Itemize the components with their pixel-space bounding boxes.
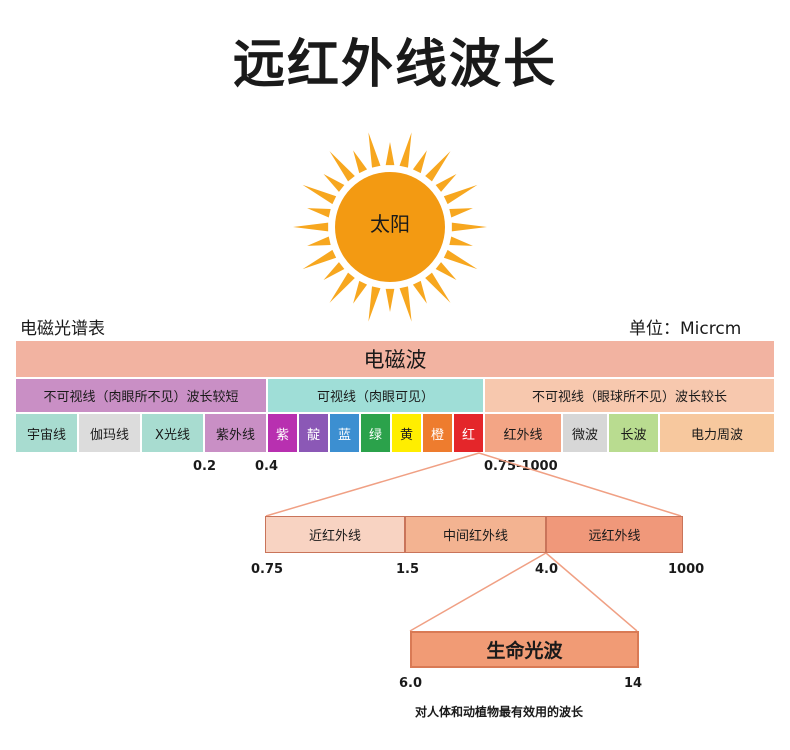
tick-14: 14 bbox=[624, 676, 643, 691]
group-invisible-long-label: 不可视线（眼球所不见）波长较长 bbox=[531, 390, 727, 405]
page-title: 远红外线波长 bbox=[232, 35, 557, 95]
band-red: 红 bbox=[453, 413, 484, 453]
band-violet-label: 紫 bbox=[275, 427, 289, 443]
sun-ray bbox=[323, 174, 345, 192]
band-xray: X光线 bbox=[141, 413, 204, 453]
tick-0-75: 0.75 bbox=[251, 562, 284, 577]
sun-ray bbox=[399, 132, 412, 168]
band-cosmic-label: 宇宙线 bbox=[26, 427, 66, 443]
sun-ray bbox=[293, 222, 329, 232]
sun-ray bbox=[412, 150, 427, 174]
sun-ray bbox=[329, 272, 355, 303]
tick-0-4: 0.4 bbox=[255, 459, 279, 474]
band-microwave: 微波 bbox=[562, 413, 608, 453]
spectrum-label: 电磁光谱表 bbox=[20, 319, 105, 339]
band-indigo: 靛 bbox=[298, 413, 329, 453]
band-yellow-label: 黄 bbox=[399, 427, 413, 443]
band-power: 电力周波 bbox=[659, 413, 775, 453]
tick-0-2: 0.2 bbox=[193, 459, 217, 474]
sun-ray bbox=[368, 132, 381, 168]
sun-ray bbox=[435, 174, 457, 192]
sun-ray bbox=[425, 272, 451, 303]
sun-ray bbox=[451, 222, 487, 232]
connector-right-1 bbox=[478, 452, 682, 517]
sun-ray bbox=[449, 236, 473, 246]
band-indigo-label: 靛 bbox=[306, 427, 320, 443]
tick-1-5: 1.5 bbox=[396, 562, 420, 577]
band-green-label: 绿 bbox=[368, 427, 382, 443]
band-orange-label: 橙 bbox=[430, 427, 444, 443]
band-gamma: 伽玛线 bbox=[78, 413, 141, 453]
connector-left-1 bbox=[265, 452, 480, 517]
sun-ray bbox=[302, 184, 337, 205]
sun-ray bbox=[385, 288, 395, 312]
mid-infrared-label: 中间红外线 bbox=[442, 529, 508, 544]
sun-ray bbox=[353, 150, 368, 174]
far-infrared-label: 远红外线 bbox=[588, 529, 641, 544]
band-uv-label: 紫外线 bbox=[215, 427, 255, 443]
life-wave-caption: 对人体和动植物最有效用的波长 bbox=[415, 705, 584, 719]
sun-ray bbox=[443, 249, 478, 270]
far-infrared-box: 远红外线 bbox=[546, 516, 683, 553]
em-wave-label: 电磁波 bbox=[363, 348, 427, 372]
sun-ray bbox=[425, 151, 451, 182]
group-invisible-short: 不可视线（肉眼所不见）波长较短 bbox=[15, 378, 267, 413]
band-green: 绿 bbox=[360, 413, 391, 453]
sun-ray bbox=[443, 184, 478, 205]
group-visible-label: 可视线（肉眼可见） bbox=[316, 390, 434, 405]
em-wave-row: 电磁波 bbox=[15, 340, 775, 378]
sun-ray bbox=[368, 286, 381, 322]
tick-4-0: 4.0 bbox=[535, 562, 559, 577]
band-longwave: 长波 bbox=[608, 413, 659, 453]
sun-ray bbox=[323, 262, 345, 280]
band-blue: 蓝 bbox=[329, 413, 360, 453]
sun-ray bbox=[302, 249, 337, 270]
group-visible: 可视线（肉眼可见） bbox=[267, 378, 484, 413]
band-violet: 紫 bbox=[267, 413, 298, 453]
band-orange: 橙 bbox=[422, 413, 453, 453]
near-infrared-label: 近红外线 bbox=[308, 529, 361, 544]
band-blue-label: 蓝 bbox=[337, 427, 351, 443]
sun-ray bbox=[399, 286, 412, 322]
life-wave-label: 生命光波 bbox=[486, 640, 563, 662]
band-uv: 紫外线 bbox=[204, 413, 267, 453]
band-gamma-label: 伽玛线 bbox=[89, 427, 129, 443]
sun-icon bbox=[293, 132, 487, 322]
sun-ray bbox=[353, 280, 368, 304]
band-infrared-label: 红外线 bbox=[503, 427, 543, 443]
sun-ray bbox=[307, 236, 331, 246]
tick-1000: 1000 bbox=[668, 562, 705, 577]
band-xray-label: X光线 bbox=[155, 427, 190, 443]
sun-ray bbox=[385, 142, 395, 166]
band-cosmic: 宇宙线 bbox=[15, 413, 78, 453]
sun-ray bbox=[329, 151, 355, 182]
sun-ray bbox=[412, 280, 427, 304]
sun-disc bbox=[335, 172, 445, 282]
life-wave-box: 生命光波 bbox=[410, 631, 639, 668]
band-longwave-label: 长波 bbox=[620, 427, 647, 443]
band-red-label: 红 bbox=[461, 427, 475, 443]
band-power-label: 电力周波 bbox=[690, 427, 743, 443]
mid-infrared-box: 中间红外线 bbox=[405, 516, 546, 553]
band-infrared: 红外线 bbox=[484, 413, 562, 453]
tick-6-0: 6.0 bbox=[399, 676, 423, 691]
sun-ray bbox=[449, 208, 473, 218]
connector-right-2 bbox=[545, 552, 638, 632]
sun-ray bbox=[435, 262, 457, 280]
group-invisible-short-label: 不可视线（肉眼所不见）波长较短 bbox=[43, 390, 239, 405]
sun-ray bbox=[307, 208, 331, 218]
band-microwave-label: 微波 bbox=[571, 427, 598, 443]
sun-label: 太阳 bbox=[370, 212, 410, 236]
band-yellow: 黄 bbox=[391, 413, 422, 453]
connector-left-2 bbox=[409, 552, 547, 632]
group-invisible-long: 不可视线（眼球所不见）波长较长 bbox=[484, 378, 775, 413]
near-infrared-box: 近红外线 bbox=[265, 516, 405, 553]
unit-label: 单位：Micrcm bbox=[629, 319, 742, 339]
